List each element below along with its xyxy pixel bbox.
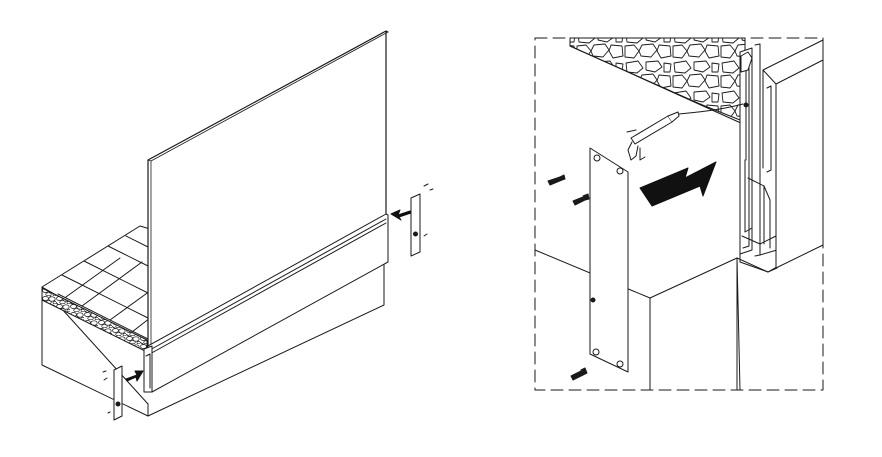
overview-illustration bbox=[41, 30, 434, 421]
fixing-screw-2 bbox=[572, 193, 590, 206]
fixing-screw-3 bbox=[570, 367, 588, 381]
insert-arrow-right bbox=[390, 209, 412, 221]
end-cap-plate bbox=[589, 147, 629, 373]
channel-profile bbox=[739, 43, 778, 273]
end-cap-plate-left bbox=[102, 365, 123, 421]
base-channel-profile bbox=[143, 213, 389, 393]
sealant-gun bbox=[626, 103, 744, 161]
detail-illustration bbox=[534, 37, 824, 391]
insert-arrow-large bbox=[639, 161, 717, 207]
end-cap-plate-right bbox=[410, 183, 434, 257]
stone-wall bbox=[569, 37, 746, 123]
floor-tiles bbox=[41, 225, 151, 349]
glass-edge bbox=[762, 39, 824, 269]
spacer-clip bbox=[740, 51, 753, 73]
fixing-screw-1 bbox=[547, 174, 566, 186]
insert-arrow-left bbox=[125, 370, 144, 382]
